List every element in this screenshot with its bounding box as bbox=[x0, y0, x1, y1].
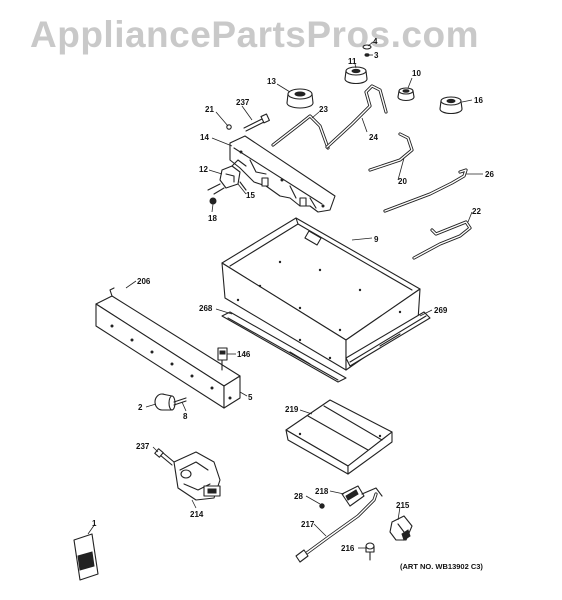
igniter-215 bbox=[389, 515, 413, 541]
knob-2 bbox=[154, 393, 176, 411]
gas-tube-26 bbox=[383, 168, 468, 213]
label-10: 10 bbox=[412, 69, 421, 78]
burner-head-11 bbox=[344, 66, 368, 85]
control-panel-5 bbox=[95, 287, 241, 409]
burner-head-10 bbox=[397, 87, 415, 102]
label-18: 18 bbox=[208, 214, 217, 223]
screw-237-top bbox=[243, 113, 270, 132]
bracket-218 bbox=[341, 485, 383, 507]
label-268: 268 bbox=[199, 304, 213, 313]
owners-manual-1 bbox=[73, 533, 99, 581]
burner-cap-3-4 bbox=[362, 44, 372, 57]
heat-shield-219 bbox=[285, 399, 393, 475]
label-12: 12 bbox=[199, 165, 208, 174]
label-5: 5 bbox=[248, 393, 253, 402]
label-28: 28 bbox=[294, 492, 303, 501]
label-4: 4 bbox=[373, 37, 378, 46]
gas-valve-214 bbox=[173, 451, 221, 501]
label-1: 1 bbox=[92, 519, 97, 528]
label-2: 2 bbox=[138, 403, 143, 412]
label-219: 219 bbox=[285, 405, 299, 414]
gas-tube-23 bbox=[271, 114, 330, 150]
burner-tube-217 bbox=[295, 492, 378, 563]
gas-tube-24 bbox=[325, 84, 388, 149]
burner-box-9 bbox=[221, 217, 421, 371]
label-237-bottom: 237 bbox=[136, 442, 150, 451]
label-11: 11 bbox=[348, 57, 357, 66]
label-216: 216 bbox=[341, 544, 355, 553]
leader-lines bbox=[87, 41, 483, 549]
label-26: 26 bbox=[485, 170, 494, 179]
label-215: 215 bbox=[396, 501, 410, 510]
label-206: 206 bbox=[137, 277, 151, 286]
orifice-15 bbox=[207, 181, 247, 195]
burner-head-13 bbox=[286, 88, 314, 109]
label-8: 8 bbox=[183, 412, 188, 421]
orifice-216 bbox=[365, 542, 375, 561]
label-237-top: 237 bbox=[236, 98, 250, 107]
label-217: 217 bbox=[301, 520, 315, 529]
art-number: (ART NO. WB13902 C3) bbox=[400, 562, 483, 571]
burner-head-16 bbox=[439, 96, 463, 115]
label-3: 3 bbox=[374, 51, 379, 60]
label-269: 269 bbox=[434, 306, 448, 315]
gas-tube-20 bbox=[368, 132, 414, 172]
label-22: 22 bbox=[472, 207, 481, 216]
label-214: 214 bbox=[190, 510, 204, 519]
label-218: 218 bbox=[315, 487, 329, 496]
trim-strip-268 bbox=[221, 311, 347, 383]
label-15: 15 bbox=[246, 191, 255, 200]
label-14: 14 bbox=[200, 133, 209, 142]
watermark-logo: AppliancePartsPros.com bbox=[30, 14, 479, 55]
label-146: 146 bbox=[237, 350, 251, 359]
label-21: 21 bbox=[205, 105, 214, 114]
manifold-bracket-14 bbox=[229, 135, 336, 213]
screw-28 bbox=[319, 503, 325, 509]
label-24: 24 bbox=[369, 133, 378, 142]
spring-18 bbox=[209, 197, 217, 205]
label-13: 13 bbox=[267, 77, 276, 86]
label-9: 9 bbox=[374, 235, 379, 244]
trim-strip-269 bbox=[345, 311, 431, 367]
shaft-8 bbox=[173, 397, 187, 406]
label-23: 23 bbox=[319, 105, 328, 114]
label-16: 16 bbox=[474, 96, 483, 105]
label-20: 20 bbox=[398, 177, 407, 186]
part-number-labels: 4 3 11 10 13 16 21 237 23 14 24 12 15 20… bbox=[92, 37, 494, 553]
gas-tube-22 bbox=[412, 220, 472, 260]
